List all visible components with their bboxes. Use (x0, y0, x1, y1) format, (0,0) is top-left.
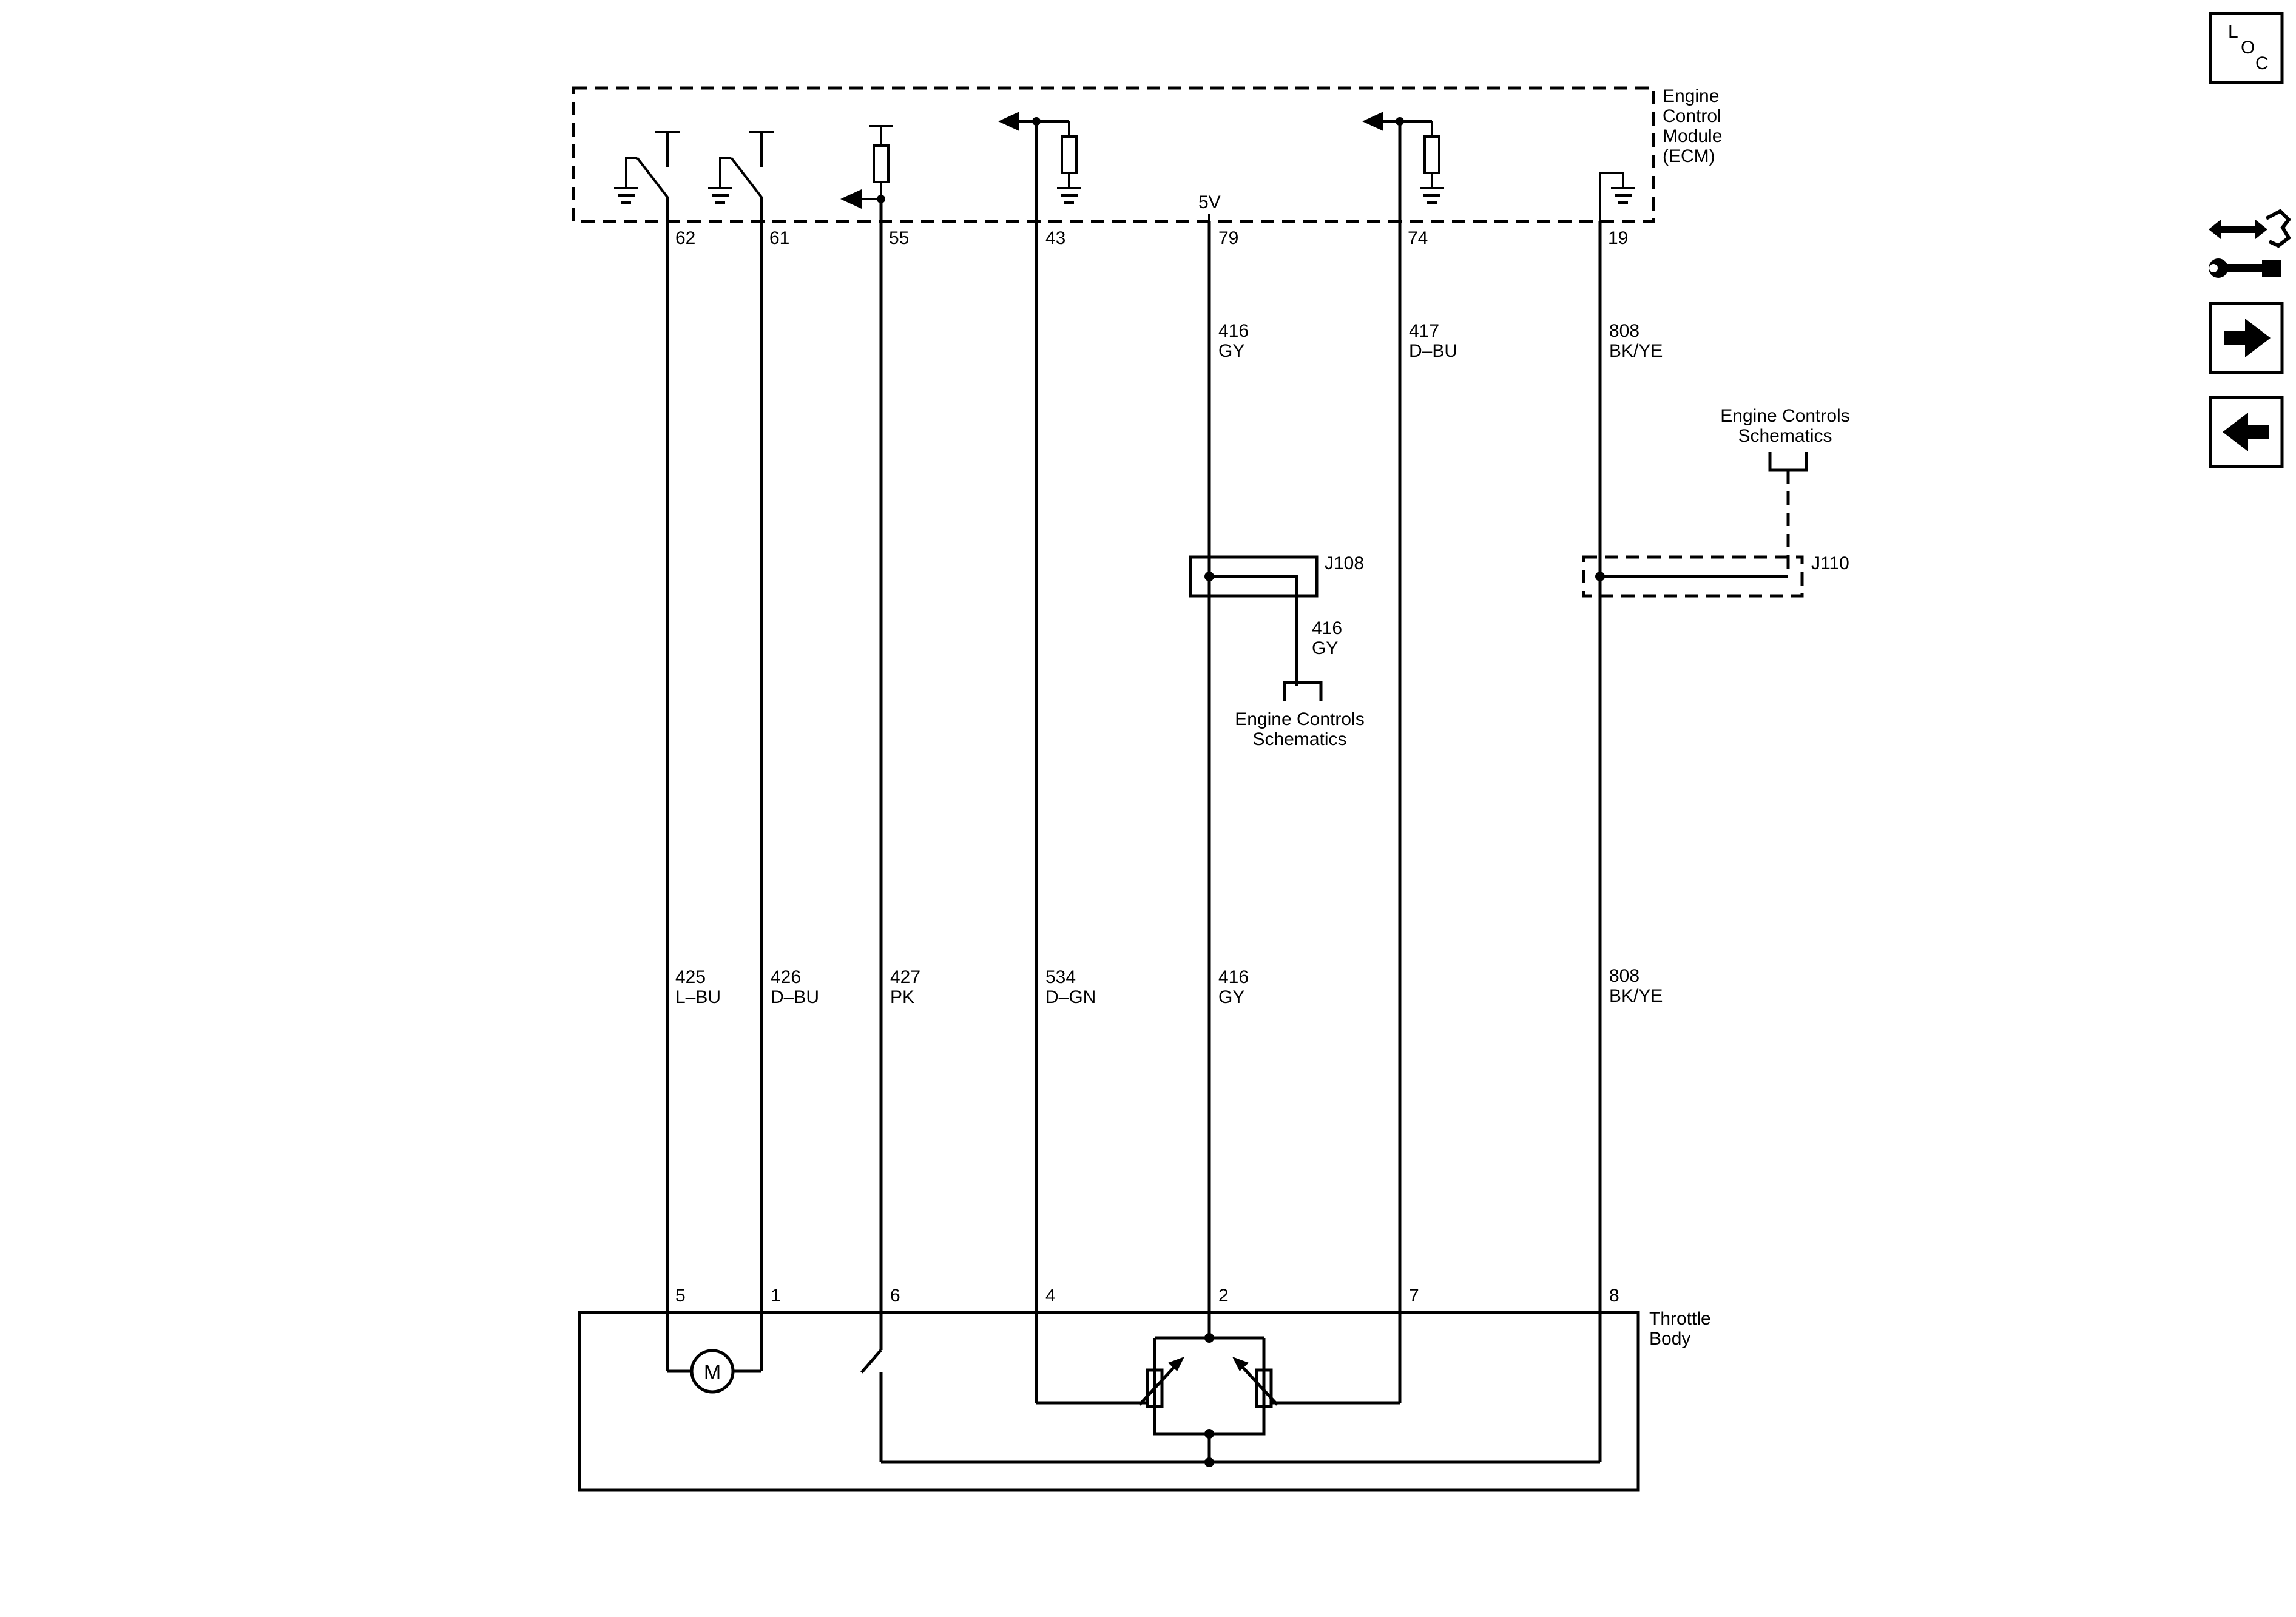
motor-symbol: M (704, 1361, 721, 1384)
j108-reference-line-1[interactable]: Engine Controls (1235, 709, 1364, 729)
j110-reference-line-2[interactable]: Schematics (1738, 426, 1832, 446)
next-page-button[interactable] (2209, 302, 2284, 374)
ecm-ground-19 (1599, 172, 1635, 221)
tb-pin-5: 5 (675, 1286, 686, 1306)
connector-info-button[interactable] (2209, 209, 2291, 278)
wire-19-lower-circuit: 808 (1609, 966, 1639, 986)
previous-page-button[interactable] (2209, 396, 2284, 468)
throttle-motor: M (667, 1349, 761, 1394)
wire-55-color: PK (890, 987, 914, 1007)
wire-43-circuit: 534 (1045, 967, 1076, 987)
splice-j110: Engine Controls Schematics J110 (1582, 406, 1850, 598)
ecm-driver-62 (614, 131, 680, 204)
connector-wrench-icon (2209, 209, 2291, 278)
wire-43: 534 D–GN (1035, 121, 1096, 1403)
ecm-pin-55: 55 (889, 228, 909, 248)
splice-j108-branch-circuit: 416 (1312, 618, 1342, 638)
wire-61-circuit: 426 (771, 967, 801, 987)
splice-j108-branch-color: GY (1312, 638, 1338, 658)
splice-j110-box (1582, 555, 1804, 598)
splice-j110-label: J110 (1811, 553, 1849, 573)
ecm-label-line-4: (ECM) (1663, 146, 1715, 166)
wire-79-lower-color: GY (1218, 987, 1244, 1007)
wire-74-circuit: 417 (1409, 321, 1439, 341)
wire-79-lower-circuit: 416 (1218, 967, 1249, 987)
motor-icon (690, 1349, 735, 1394)
splice-j108-label: J108 (1325, 553, 1364, 573)
previous-arrow-icon (2223, 413, 2269, 451)
wire-79-upper-circuit: 416 (1218, 321, 1249, 341)
wire-55: 427 PK (879, 199, 920, 1350)
ecm-driver-61 (708, 131, 774, 204)
throttle-body-boundary (578, 1311, 1640, 1492)
ecm-pin-61: 61 (769, 228, 789, 248)
ecm-boundary (572, 86, 1655, 223)
loc-letter-l: L (2228, 22, 2238, 42)
tb-pin-2: 2 (1218, 1286, 1229, 1306)
wire-19: 808 BK/YE 808 BK/YE (1598, 221, 1663, 1462)
throttle-switch-6 (860, 1349, 1600, 1467)
tb-pin-1: 1 (771, 1286, 781, 1306)
ecm-pin-43: 43 (1045, 228, 1065, 248)
wire-79-upper-color: GY (1218, 341, 1244, 361)
tp-sensor-1-icon (1146, 1368, 1164, 1408)
wire-79: 416 GY 416 GY (1207, 221, 1249, 1338)
wire-55-circuit: 427 (890, 967, 920, 987)
throttle-body-label-line-1: Throttle (1649, 1309, 1711, 1329)
ecm-pin-79: 79 (1218, 228, 1238, 248)
loc-letter-c: C (2255, 53, 2269, 73)
ecm-label-line-3: Module (1663, 126, 1722, 146)
wire-19-lower-color: BK/YE (1609, 986, 1663, 1006)
ecm-pin-62: 62 (675, 228, 695, 248)
ecm-pin-labels: 62 61 55 43 79 74 19 (675, 228, 1628, 248)
j108-reference-line-2[interactable]: Schematics (1252, 729, 1346, 749)
ecm-input-43 (998, 112, 1081, 204)
wire-74: 417 D–BU (1398, 121, 1457, 1403)
wire-43-color: D–GN (1045, 987, 1096, 1007)
tp-sensor-2-icon (1255, 1368, 1273, 1408)
next-arrow-icon (2224, 319, 2271, 357)
wire-19-upper-circuit: 808 (1609, 321, 1639, 341)
tb-pin-6: 6 (890, 1286, 900, 1306)
ecm-label-line-1: Engine (1663, 86, 1719, 106)
voltage-label-5v: 5V (1198, 192, 1221, 212)
j110-reference-line-1[interactable]: Engine Controls (1720, 406, 1849, 426)
tb-pin-8: 8 (1609, 1286, 1619, 1306)
wire-62: 425 L–BU (666, 197, 721, 1371)
splice-j108-box (1189, 555, 1319, 598)
ecm-pullup-55 (840, 125, 893, 209)
wire-61-color: D–BU (771, 987, 819, 1007)
loc-letter-o: O (2241, 38, 2255, 58)
throttle-body-pin-labels: 5 1 6 4 2 7 8 (675, 1286, 1619, 1306)
wire-61: 426 D–BU (760, 197, 819, 1371)
ecm-label-line-2: Control (1663, 106, 1721, 126)
throttle-body: Throttle Body M (578, 1309, 1711, 1492)
wire-74-color: D–BU (1409, 341, 1457, 361)
throttle-body-label-line-2: Body (1649, 1329, 1690, 1349)
ecm-input-74 (1362, 112, 1444, 204)
locator-icon: L O C (2228, 22, 2269, 73)
ecm-pin-74: 74 (1408, 228, 1428, 248)
wire-62-circuit: 425 (675, 967, 706, 987)
locator-button[interactable]: L O C (2209, 12, 2284, 84)
wire-19-upper-color: BK/YE (1609, 341, 1663, 361)
splice-j108: J108 416 GY Engine Controls Schematics (1189, 553, 1365, 749)
ecm-module: Engine Control Module (ECM) (572, 86, 1722, 223)
throttle-position-sensors (1036, 1333, 1400, 1462)
wire-62-color: L–BU (675, 987, 721, 1007)
tb-pin-7: 7 (1409, 1286, 1419, 1306)
ecm-pin-19: 19 (1608, 228, 1628, 248)
tb-pin-4: 4 (1045, 1286, 1056, 1306)
